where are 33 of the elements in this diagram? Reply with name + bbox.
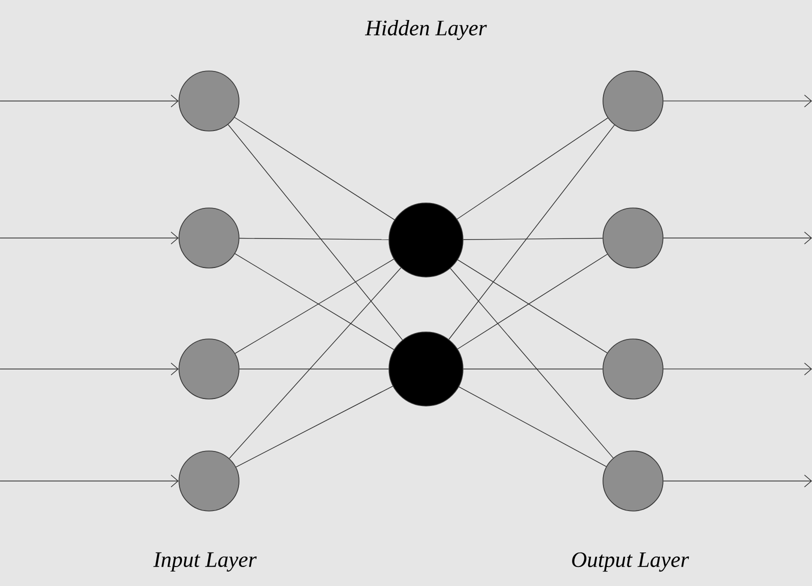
arrow (663, 94, 812, 108)
connection-line (450, 268, 614, 458)
connection-line (239, 368, 389, 370)
connection-line (463, 238, 603, 240)
connection-line (236, 386, 394, 468)
connection-line (458, 386, 607, 467)
connection-line (456, 118, 608, 220)
neuron-circle (178, 450, 240, 512)
connection-line (228, 124, 403, 340)
connection-line (448, 124, 615, 340)
connection-line (229, 267, 402, 459)
neuron-circle (602, 70, 664, 132)
neuron-circle (602, 450, 664, 512)
neuron-circle (388, 202, 464, 278)
neuron-circle (178, 338, 240, 400)
arrow (663, 362, 812, 376)
neuron-circle (178, 208, 240, 268)
connection-line (234, 117, 395, 220)
layer-label: Output Layer (572, 552, 690, 572)
arrow (0, 362, 179, 376)
neuron-circle (178, 70, 240, 132)
arrow (663, 232, 812, 244)
connection-line (463, 368, 603, 370)
neuron-circle (388, 332, 464, 406)
arrow (0, 94, 179, 108)
connection-line (239, 238, 389, 240)
arrow (663, 474, 812, 488)
arrow (0, 474, 179, 488)
layer-label: Input Layer (153, 552, 257, 572)
neuron-circle (602, 208, 664, 268)
arrow (0, 232, 179, 244)
neuron-circle (602, 338, 664, 400)
layer-label: Hidden Layer (364, 20, 487, 40)
